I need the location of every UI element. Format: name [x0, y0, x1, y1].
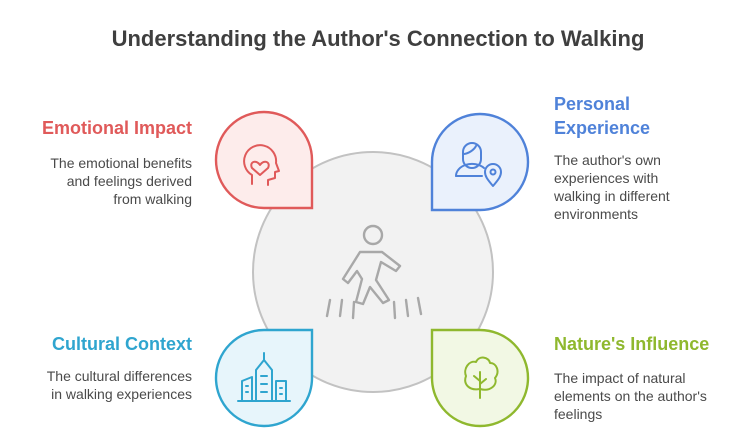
- person-location-icon: [454, 142, 502, 187]
- cultural-teardrop: [214, 328, 314, 428]
- heading-line: Experience: [554, 118, 651, 138]
- desc-line: The impact of natural: [554, 370, 686, 386]
- cultural-context-heading: Cultural Context: [51, 334, 192, 354]
- emotional-teardrop: [214, 110, 314, 210]
- desc-line: feelings: [554, 406, 603, 422]
- desc-line: and feelings derived: [66, 173, 192, 189]
- natures-influence-heading: Nature's Influence: [554, 334, 710, 354]
- desc-line: environments: [554, 206, 639, 222]
- emotional-impact-description: The emotional benefits and feelings deriv…: [20, 154, 192, 208]
- desc-line: The emotional benefits: [50, 155, 192, 171]
- desc-line: from walking: [113, 191, 192, 207]
- city-buildings-icon: [237, 352, 291, 402]
- walking-person-icon: [325, 224, 423, 320]
- heading-line: Personal: [554, 94, 631, 114]
- desc-line: experiences with: [554, 170, 659, 186]
- page-title: Understanding the Author's Connection to…: [111, 26, 645, 51]
- cultural-context-description: The cultural differences in walking exper…: [20, 367, 192, 403]
- desc-line: The cultural differences: [46, 368, 192, 384]
- desc-line: The author's own: [554, 152, 661, 168]
- emotional-impact-heading: Emotional Impact: [41, 118, 192, 138]
- desc-line: in walking experiences: [51, 386, 192, 402]
- tree-icon: [464, 356, 499, 399]
- personal-experience-description: The author's own experiences with walking …: [554, 151, 744, 223]
- natures-influence-description: The impact of natural elements on the aut…: [554, 369, 744, 423]
- desc-line: walking in different: [554, 188, 670, 204]
- heart-head-icon: [243, 144, 280, 186]
- desc-line: elements on the author's: [554, 388, 707, 404]
